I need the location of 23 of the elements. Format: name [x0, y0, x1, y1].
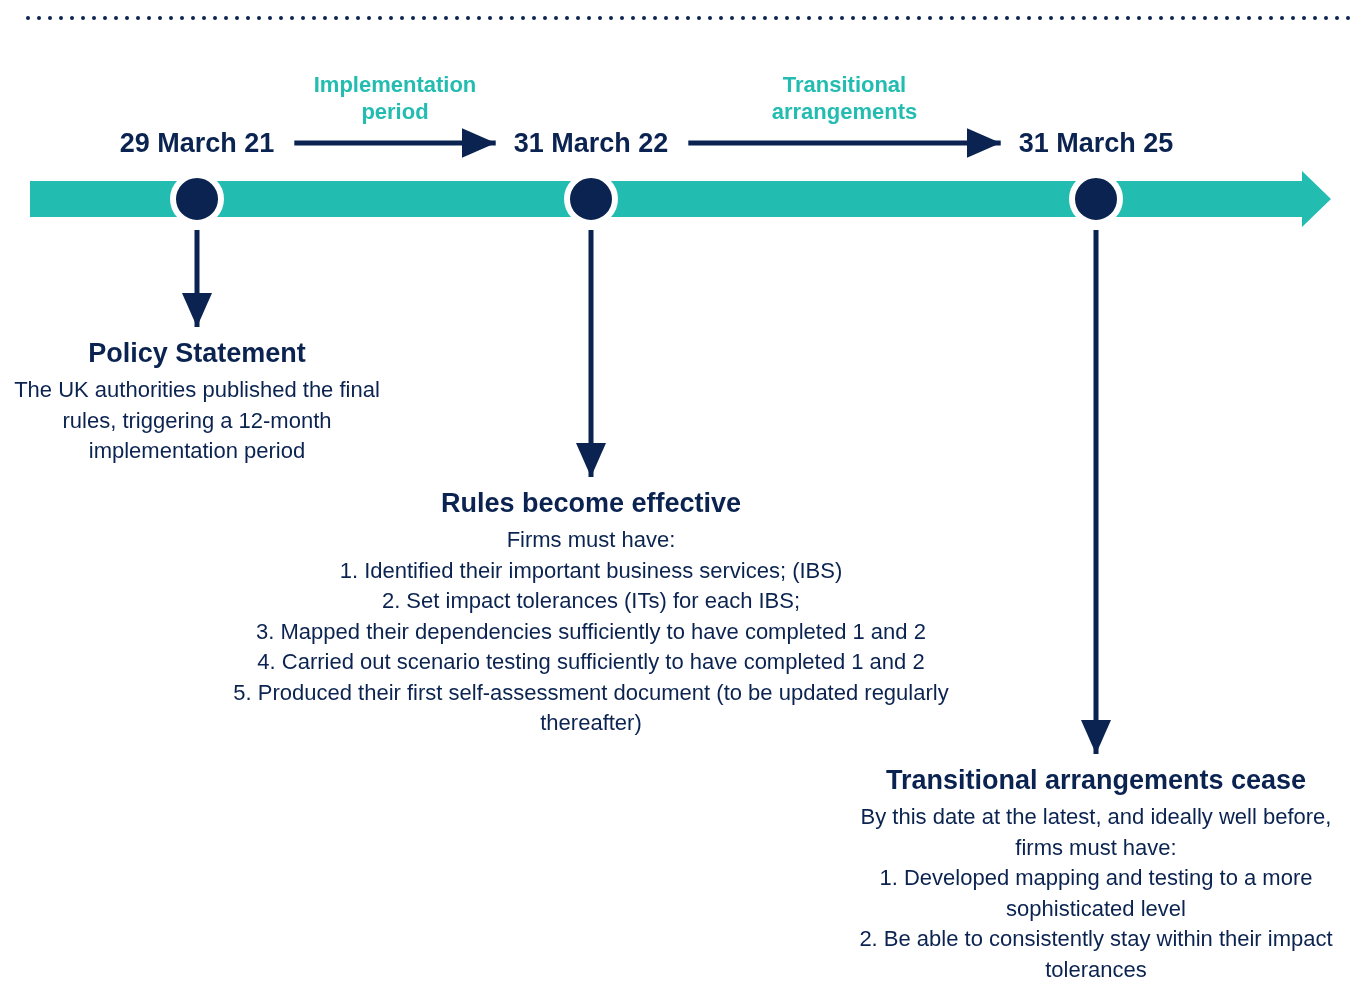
milestone-heading: Policy Statement	[87, 337, 307, 370]
list-item: 1. Developed mapping and testing to a more sophisticated level	[878, 864, 1314, 923]
list-item: 4. Carried out scenario testing sufficiently to have completed 1 and 2	[256, 648, 926, 676]
milestone-heading: Rules become effective	[439, 487, 743, 520]
edge-label: Implementation period	[312, 71, 478, 125]
description-text: By this date at the latest, and ideally well before, firms must have:	[859, 803, 1333, 862]
date-label: 31 March 25	[1018, 128, 1174, 158]
list-item: 3. Mapped their dependencies sufficiently to have completed 1 and 2	[255, 617, 927, 646]
arrow	[294, 128, 496, 158]
arrow	[576, 230, 606, 477]
list-item: 1. Identified their important business services; (IBS)	[338, 556, 844, 585]
description-text: Firms must have:	[505, 526, 677, 554]
list-item: 2. Set impact tolerances (ITs) for each IBS;	[380, 587, 802, 615]
date-label: 29 March 21	[119, 128, 275, 158]
edge-label: Transitional arrangements	[770, 71, 919, 125]
list-item: 2. Be able to consistently stay within their impact tolerances	[858, 925, 1334, 984]
milestone-heading: Transitional arrangements cease	[884, 764, 1308, 797]
list-item: 5. Produced their first self-assessment document (to be updated regularly thereafter)	[232, 678, 950, 737]
date-label: 31 March 22	[513, 128, 669, 158]
description-text: The UK authorities published the final rules, triggering a 12-month implementation period	[13, 376, 381, 465]
arrow	[182, 230, 212, 327]
arrow	[688, 128, 1001, 158]
arrow	[1081, 230, 1111, 754]
